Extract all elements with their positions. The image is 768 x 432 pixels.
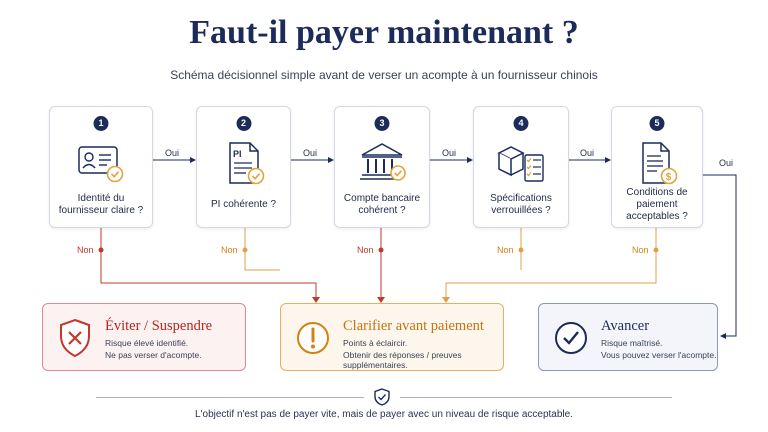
no-label-2: Non (221, 245, 238, 255)
no-label-4: Non (497, 245, 514, 255)
pi-document-check-icon: PI (228, 142, 264, 185)
no-label-5: Non (632, 245, 649, 255)
step-number-badge: 3 (374, 116, 390, 131)
shield-check-icon (374, 388, 390, 406)
outcome-title: Avancer (601, 318, 650, 334)
bank-check-icon (360, 143, 406, 181)
outcome-title: Clarifier avant paiement (343, 318, 484, 334)
step-label: verrouillées ? (491, 205, 551, 216)
outcome-clarify: Clarifier avant paiement Points à éclair… (280, 303, 504, 371)
pi-doc-text: PI (233, 149, 242, 159)
check-circle-icon (555, 322, 587, 354)
page-subtitle: Schéma décisionnel simple avant de verse… (170, 68, 598, 82)
step-label: Conditions de (626, 187, 688, 198)
outcome-text: Obtenir des réponses / preuves supplémen… (343, 350, 462, 370)
yes-label-4: Oui (580, 148, 595, 158)
step-label: Spécifications (490, 193, 552, 204)
svg-text:$: $ (666, 172, 672, 183)
step-label: paiement (636, 199, 678, 210)
step-label: PI cohérente ? (210, 199, 277, 210)
no-line-5 (445, 228, 657, 301)
step-label: cohérent ? (358, 205, 406, 216)
outcome-text: Risque maîtrisé. (601, 338, 663, 348)
outcome-proceed: Avancer Risque maîtrisé. Vous pouvez ver… (538, 303, 718, 371)
outcome-text: Risque élevé identifié. (105, 338, 189, 348)
step-label: Identité du (77, 193, 125, 204)
outcome-title: Éviter / Suspendre (105, 318, 213, 334)
step-label: Compte bancaire (343, 193, 421, 204)
yes-label-3: Oui (442, 148, 457, 158)
step-card-1: 1 Identité du fournisseur claire ? (49, 106, 153, 228)
outcome-text: Points à éclaircir. (343, 338, 408, 348)
no-label-3: Non (357, 245, 374, 255)
yes-arrow-5-proceed (703, 174, 737, 339)
yes-label-1: Oui (165, 148, 180, 158)
step-number-badge: 4 (513, 116, 529, 131)
box-checklist-icon (497, 146, 544, 182)
step-number-badge: 1 (93, 116, 109, 131)
yes-label-5: Oui (719, 158, 734, 168)
outcome-text: Vous pouvez verser l'acompte. (601, 350, 717, 360)
page-title: Faut-il payer maintenant ? (189, 14, 579, 51)
step-card-3: 3 Compte bancaire cohérent ? (334, 106, 430, 228)
step-number-badge: 5 (649, 116, 665, 131)
outcome-avoid: Éviter / Suspendre Risque élevé identifi… (42, 303, 246, 371)
outcome-text: Ne pas verser d'acompte. (105, 350, 202, 360)
exclamation-circle-icon (297, 322, 329, 354)
document-dollar-icon: $ (642, 142, 678, 185)
yes-label-2: Oui (303, 148, 318, 158)
step-label: acceptables ? (626, 211, 688, 222)
step-card-5: 5 $ Conditions de paiement acceptables ? (611, 106, 703, 228)
footer-text: L'objectif n'est pas de payer vite, mais… (195, 409, 573, 420)
no-line-2 (244, 228, 280, 271)
step-card-2: 2 PI PI cohérente ? (196, 106, 291, 228)
step-number-badge: 2 (236, 116, 251, 131)
shield-x-icon (60, 318, 90, 358)
id-card-check-icon (78, 146, 124, 183)
step-label: fournisseur claire ? (58, 205, 144, 216)
step-card-4: 4 Spécifications verrouillées ? (473, 106, 569, 228)
no-label-1: Non (77, 245, 94, 255)
footer-divider-left (96, 397, 364, 398)
no-line-1 (100, 228, 317, 301)
footer-divider-right (400, 397, 672, 398)
